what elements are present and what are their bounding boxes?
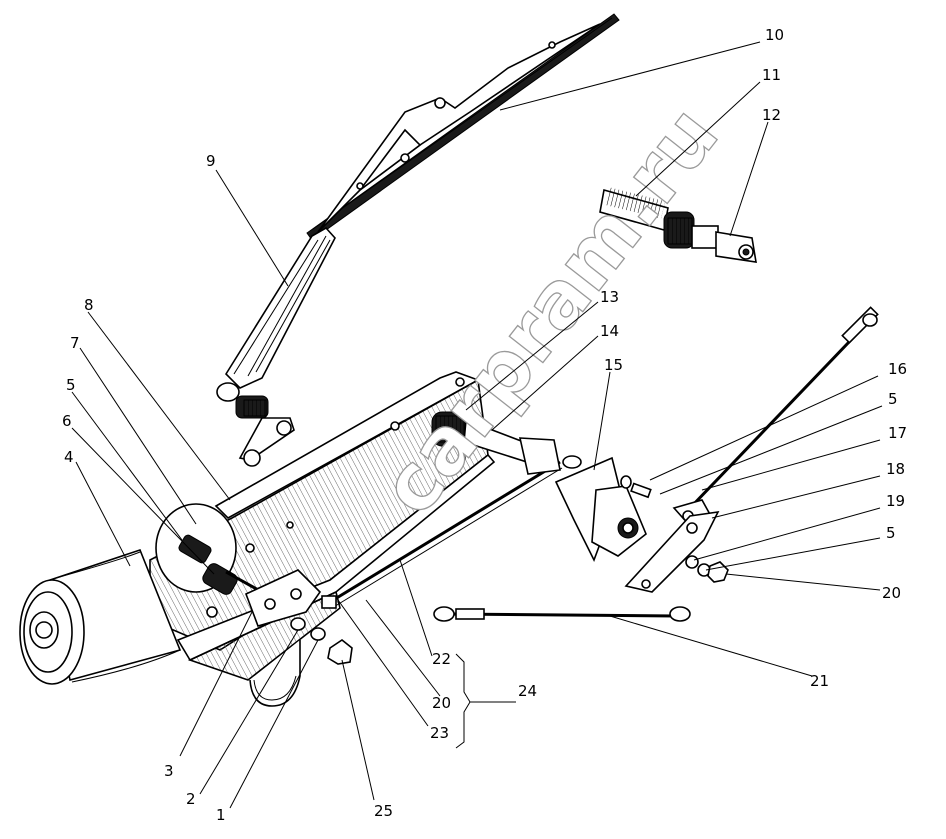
callout-4: 4: [64, 448, 74, 466]
callout-6: 6: [62, 412, 72, 430]
bearing-housing: [431, 411, 561, 475]
callout-24: 24: [518, 682, 537, 700]
callout-23: 23: [430, 724, 449, 742]
callout-15: 15: [604, 356, 623, 374]
callout-20-right: 20: [882, 584, 901, 602]
callout-2: 2: [186, 790, 196, 808]
callout-5-right-top: 5: [888, 390, 898, 408]
mounting-bracket: [554, 456, 652, 563]
callout-19: 19: [886, 492, 905, 510]
callout-22: 22: [432, 650, 451, 668]
callout-labels: 10 11 12 9 13 14 15 8 7 5 6 4 16 5 17 18…: [62, 26, 907, 824]
callout-25: 25: [374, 802, 393, 820]
callout-1: 1: [216, 806, 226, 824]
drive-rod: [321, 455, 582, 609]
callout-10: 10: [765, 26, 784, 44]
leader-lines: [71, 41, 883, 809]
callout-3: 3: [164, 762, 174, 780]
group-bracket: [455, 653, 471, 749]
callout-5-left: 5: [66, 376, 76, 394]
wiper-blade: [306, 13, 620, 241]
callout-5-right-bottom: 5: [886, 524, 896, 542]
link-rod: [433, 606, 691, 622]
long-rod: [672, 306, 879, 527]
callout-18: 18: [886, 460, 905, 478]
callout-8: 8: [84, 296, 94, 314]
callout-11: 11: [762, 66, 781, 84]
callout-16: 16: [888, 360, 907, 378]
callout-14: 14: [600, 322, 619, 340]
callout-20-bottom: 20: [432, 694, 451, 712]
callout-13: 13: [600, 288, 619, 306]
callout-7: 7: [70, 334, 80, 352]
wiper-shaft-assembly: [599, 187, 757, 263]
callout-21: 21: [810, 672, 829, 690]
callout-17: 17: [888, 424, 907, 442]
wiper-arm: [216, 226, 336, 467]
callout-9: 9: [206, 152, 216, 170]
callout-12: 12: [762, 106, 781, 124]
